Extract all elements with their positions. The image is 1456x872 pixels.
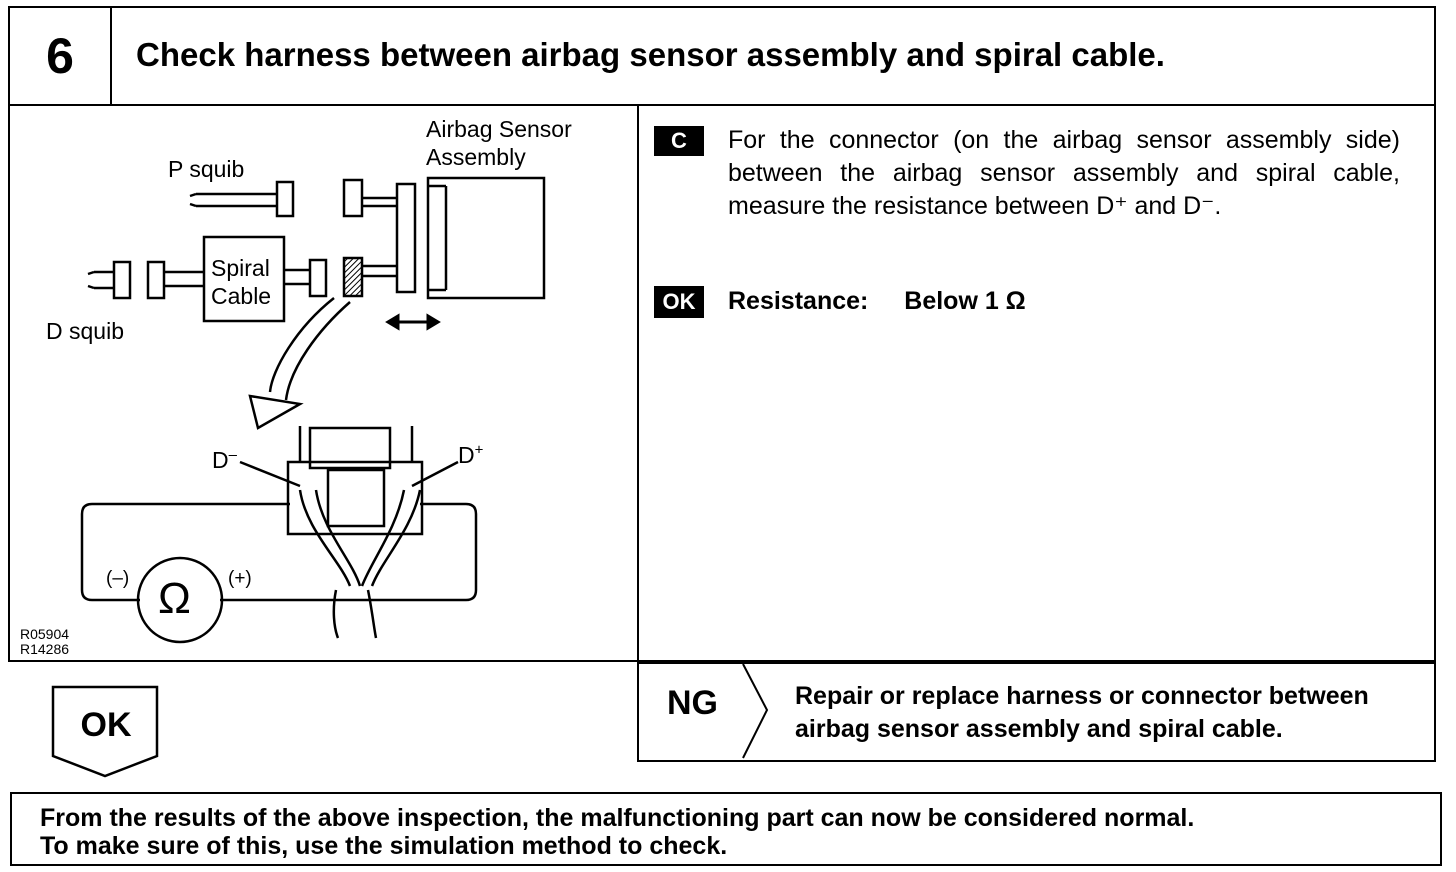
footer-text: From the results of the above inspection… — [40, 804, 1194, 860]
step-body — [8, 104, 1436, 662]
wiring-diagram — [80, 176, 546, 644]
label-p-squib: P squib — [168, 156, 245, 182]
sensor-connector-plate — [395, 182, 417, 294]
ng-result-label: NG — [667, 684, 718, 722]
instruction-text: For the connector (on the airbag sensor … — [728, 126, 1400, 220]
instruction-tag: C — [654, 126, 704, 156]
label-meter-minus: (–) — [106, 568, 130, 589]
ok-arrow-shape — [51, 685, 159, 778]
airbag-sensor-assembly-shape — [426, 176, 546, 300]
spec-value: Below 1 Ω — [904, 287, 1026, 315]
column-divider — [637, 106, 639, 660]
spec-label: Resistance: — [728, 287, 869, 315]
label-d-squib: D squib — [46, 318, 124, 344]
figure-code-1: R05904 — [20, 626, 70, 642]
step-header: 6 Check harness between airbag sensor as… — [8, 6, 1436, 106]
ohm-symbol: Ω — [158, 574, 191, 623]
step-number: 6 — [10, 8, 112, 104]
footer-line-1: From the results of the above inspection… — [40, 804, 1195, 832]
resistance-spec: Resistance: Below 1 Ω — [728, 287, 1026, 316]
label-d-plus: D+ — [458, 441, 484, 468]
figure-code-2: R14286 — [20, 641, 70, 657]
ohmmeter-shape — [136, 556, 224, 644]
step-title: Check harness between airbag sensor asse… — [136, 36, 1165, 73]
footer-note: From the results of the above inspection… — [10, 792, 1442, 866]
label-d-minus: D– — [212, 446, 237, 473]
label-spiral-line2: Cable — [211, 283, 272, 309]
ng-chevron-icon — [742, 663, 769, 759]
label-meter-plus: (+) — [228, 568, 252, 589]
footer-line-2: To make sure of this, use the simulation… — [40, 832, 728, 860]
label-spiral-line1: Spiral — [211, 255, 270, 281]
label-airbag-sensor-line2: Assembly — [426, 144, 526, 170]
ok-spec-tag: OK — [654, 286, 704, 318]
ok-result-label: OK — [80, 706, 132, 744]
ng-result-box: NG Repair or replace harness or connecto… — [637, 662, 1436, 762]
ng-action-text: Repair or replace harness or connector b… — [795, 682, 1369, 743]
label-airbag-sensor-line1: Airbag Sensor — [426, 116, 572, 142]
spiral-cable-shape — [202, 235, 286, 323]
hatched-connector — [342, 256, 364, 298]
